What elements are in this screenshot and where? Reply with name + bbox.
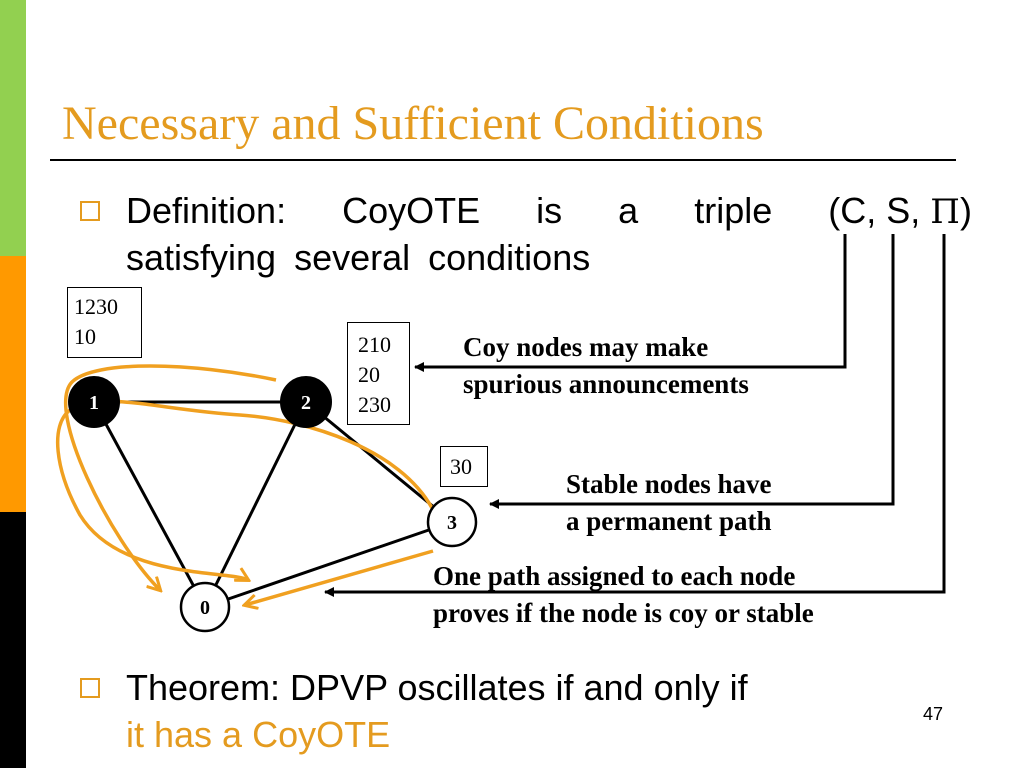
path-arrow-3-0 bbox=[245, 549, 434, 605]
route-box-node-2: 210 20 230 bbox=[347, 322, 410, 425]
graph-nodes: 1 2 3 0 bbox=[68, 376, 478, 633]
annotation-stable-nodes: Stable nodes have a permanent path bbox=[566, 466, 772, 540]
bullet-square-icon bbox=[80, 201, 100, 221]
page-number: 47 bbox=[923, 704, 944, 724]
side-strip-black bbox=[0, 512, 26, 768]
connector-s-to-stable bbox=[489, 234, 895, 509]
theorem-line-2: it has a CoyOTE bbox=[126, 714, 391, 755]
definition-word: is bbox=[536, 190, 563, 231]
bracket-connectors bbox=[324, 234, 946, 597]
path-arrow-3-2-1-0 bbox=[55, 399, 434, 580]
route-entry: 10 bbox=[74, 324, 96, 349]
bullet-square-icon bbox=[80, 678, 100, 698]
node-2-label: 2 bbox=[301, 392, 311, 414]
route-box-node-1: 1230 10 bbox=[67, 287, 142, 358]
definition-word: Definition: bbox=[126, 190, 287, 231]
route-entry: 210 bbox=[358, 332, 391, 357]
node-1: 1 bbox=[68, 376, 120, 428]
annotation-line: proves if the node is coy or stable bbox=[433, 598, 814, 628]
route-entry: 20 bbox=[358, 362, 380, 387]
title-underline bbox=[50, 159, 956, 161]
definition-word: triple bbox=[694, 190, 773, 231]
connector-c-to-coy bbox=[414, 234, 847, 372]
node-3: 3 bbox=[426, 496, 478, 548]
definition-triple: (C, S, Π) bbox=[828, 190, 972, 232]
edge-2-0 bbox=[203, 401, 308, 608]
definition-word: CoyOTE bbox=[342, 190, 481, 231]
node-1-label: 1 bbox=[89, 392, 99, 414]
route-entry: 1230 bbox=[74, 294, 118, 319]
definition-line-1: Definition: CoyOTE is a triple (C, S, Π) bbox=[126, 190, 972, 232]
node-3-label: 3 bbox=[447, 512, 457, 534]
annotation-line: Coy nodes may make bbox=[463, 332, 709, 362]
annotation-line: Stable nodes have bbox=[566, 469, 772, 499]
triple-close: ) bbox=[959, 190, 972, 231]
node-0: 0 bbox=[179, 581, 231, 633]
side-strip-green bbox=[0, 0, 26, 256]
connector-pi-to-path bbox=[324, 234, 946, 597]
route-entry: 230 bbox=[358, 392, 391, 417]
triple-open: (C, S, bbox=[828, 190, 931, 231]
node-2: 2 bbox=[280, 376, 332, 428]
definition-word: a bbox=[618, 190, 639, 231]
triple-pi-symbol: Π bbox=[930, 192, 960, 232]
definition-line-2: satisfying several conditions bbox=[126, 237, 591, 278]
route-box-node-3: 30 bbox=[440, 446, 488, 487]
slide-title: Necessary and Sufficient Conditions bbox=[62, 97, 764, 150]
node-0-label: 0 bbox=[200, 597, 210, 619]
annotation-line: a permanent path bbox=[566, 506, 772, 536]
edge-1-0 bbox=[92, 401, 207, 608]
annotation-line: spurious announcements bbox=[463, 369, 749, 399]
theorem-line-1: Theorem: DPVP oscillates if and only if bbox=[126, 667, 748, 708]
annotation-line: One path assigned to each node bbox=[433, 561, 796, 591]
edge-3-0 bbox=[204, 520, 453, 609]
side-strip-orange bbox=[0, 256, 26, 512]
annotation-coy-nodes: Coy nodes may make spurious announcement… bbox=[463, 329, 749, 403]
route-entry: 30 bbox=[450, 454, 472, 479]
annotation-path-assignment: One path assigned to each node proves if… bbox=[433, 558, 814, 632]
path-arrow-2-1-0 bbox=[64, 364, 277, 590]
